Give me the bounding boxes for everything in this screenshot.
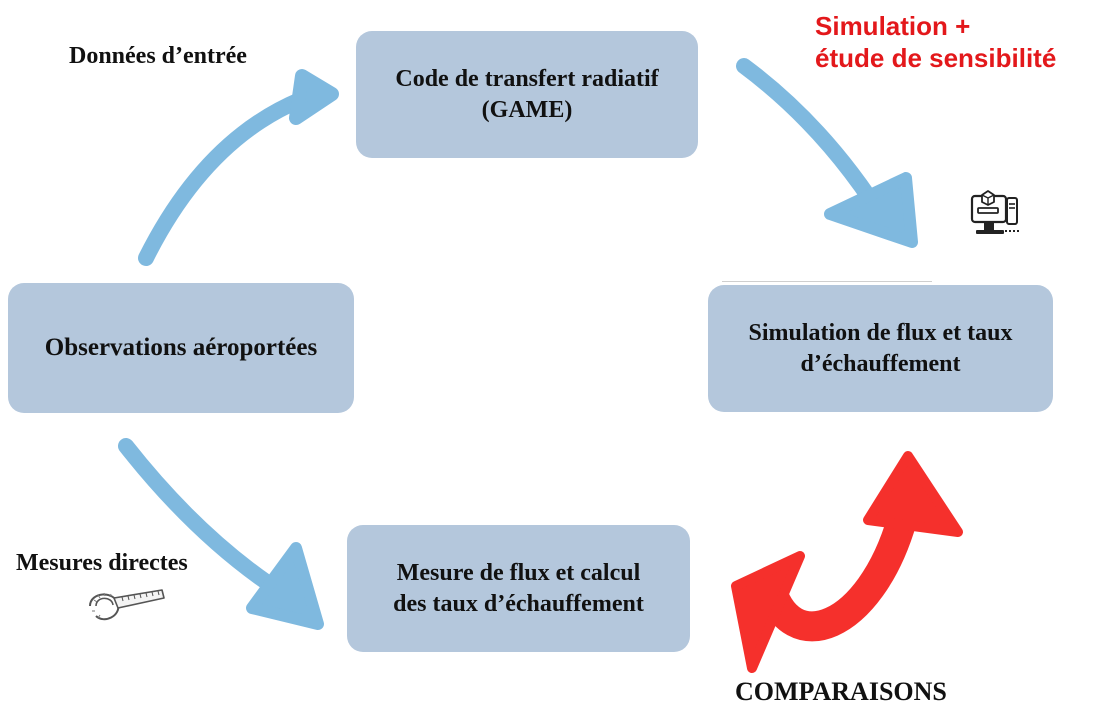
box-mesure-text: Mesure de flux et calcul des taux d’écha…: [393, 559, 644, 617]
box-simulation-text: Simulation de flux et taux d’échauffemen…: [748, 319, 1013, 377]
box-observations-text: Observations aéroportées: [44, 334, 318, 361]
label-comparaisons: COMPARAISONS: [735, 677, 947, 706]
arrow-comparaisons-head-up: [863, 451, 963, 537]
label-donnees-entree: Données d’entrée: [69, 43, 247, 69]
computer-icon: [970, 190, 1019, 234]
box-code-text: Code de transfert radiatif (GAME): [395, 65, 659, 123]
arrow-observations-to-code-head: [289, 69, 339, 125]
box-simulation-flux: Simulation de flux et taux d’échauffemen…: [708, 285, 1053, 412]
arrow-observations-to-mesure: [118, 438, 292, 602]
divider-line: [722, 281, 932, 282]
box-observations-aeroportees: Observations aéroportées: [8, 283, 354, 413]
arrow-code-to-simulation-head: [824, 172, 918, 248]
box-code-transfert-radiatif: Code de transfert radiatif (GAME): [356, 31, 698, 158]
arrow-observations-to-mesure-head: [246, 542, 324, 630]
measuring-tape-icon: [89, 589, 165, 621]
arrow-comparaisons-head-left: [731, 551, 805, 673]
arrow-observations-to-code: [138, 92, 308, 266]
box-mesure-flux: Mesure de flux et calcul des taux d’écha…: [347, 525, 690, 652]
label-mesures-directes: Mesures directes: [16, 550, 188, 576]
label-simulation-sensibilite: Simulation + étude de sensibilité: [815, 11, 1057, 74]
